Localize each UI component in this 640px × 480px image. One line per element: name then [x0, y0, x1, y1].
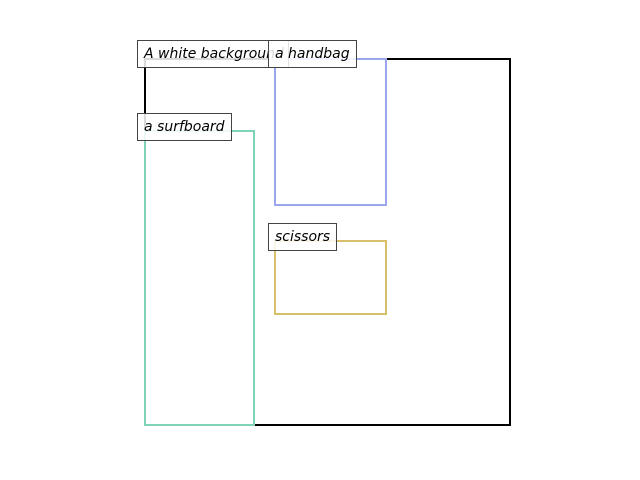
scissors-region-label: scissors: [268, 223, 338, 251]
handbag-region-label: a handbag: [268, 40, 357, 68]
handbag-region-box: [274, 58, 387, 206]
scissors-region-box: [274, 240, 387, 315]
surfboard-region-label: a surfboard: [137, 113, 232, 141]
background-region-label: A white background: [137, 40, 289, 68]
surfboard-region-box: [144, 130, 255, 426]
